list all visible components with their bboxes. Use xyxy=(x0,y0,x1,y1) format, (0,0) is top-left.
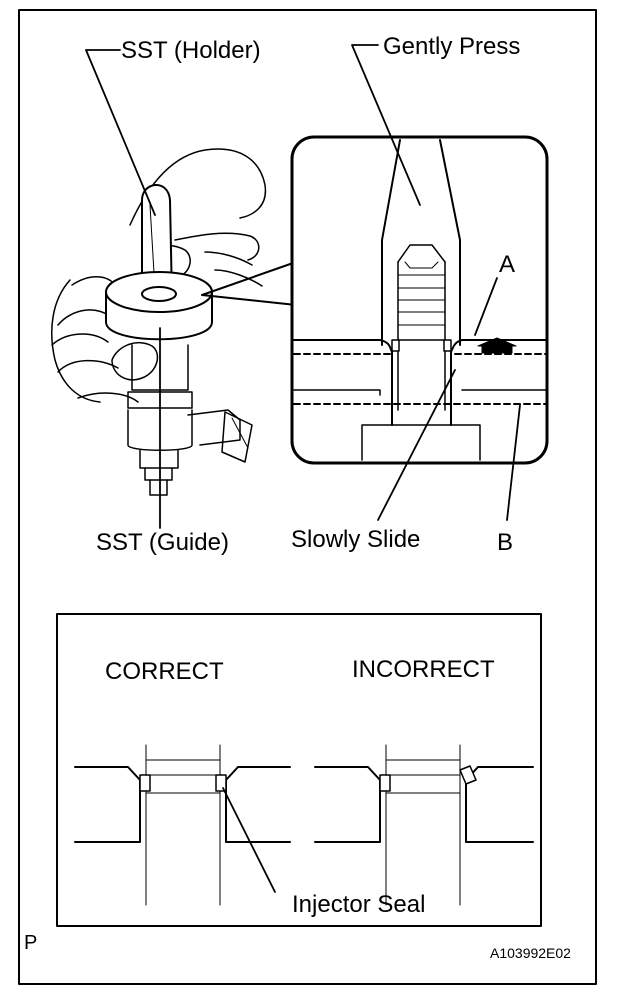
sst-holder-label: SST (Holder) xyxy=(121,37,261,64)
sst-guide-label: SST (Guide) xyxy=(96,529,229,556)
slide-direction-arrow xyxy=(477,337,517,354)
figure-id: A103992E02 xyxy=(490,945,571,961)
hand-lower xyxy=(51,276,159,403)
outer-frame xyxy=(18,9,597,985)
leaders-left xyxy=(85,49,161,529)
fuel-injector xyxy=(127,344,253,496)
incorrect-cross-section xyxy=(314,744,534,906)
incorrect-label: INCORRECT xyxy=(352,656,495,683)
detail-callout xyxy=(290,135,549,465)
gently-press-label: Gently Press xyxy=(383,33,521,60)
callout-pointer xyxy=(201,261,297,306)
injector-seal-label: Injector Seal xyxy=(292,891,426,918)
correct-cross-section xyxy=(74,744,291,906)
leaders-right xyxy=(351,44,521,521)
label-b: B xyxy=(497,529,514,556)
slowly-slide-label: Slowly Slide xyxy=(291,526,421,553)
label-a: A xyxy=(499,251,516,278)
correct-label: CORRECT xyxy=(105,658,224,685)
corner-mark-p: P xyxy=(24,932,38,954)
comparison-box xyxy=(56,613,542,927)
sst-guide xyxy=(105,271,213,341)
injector-seal-leader xyxy=(222,787,276,893)
